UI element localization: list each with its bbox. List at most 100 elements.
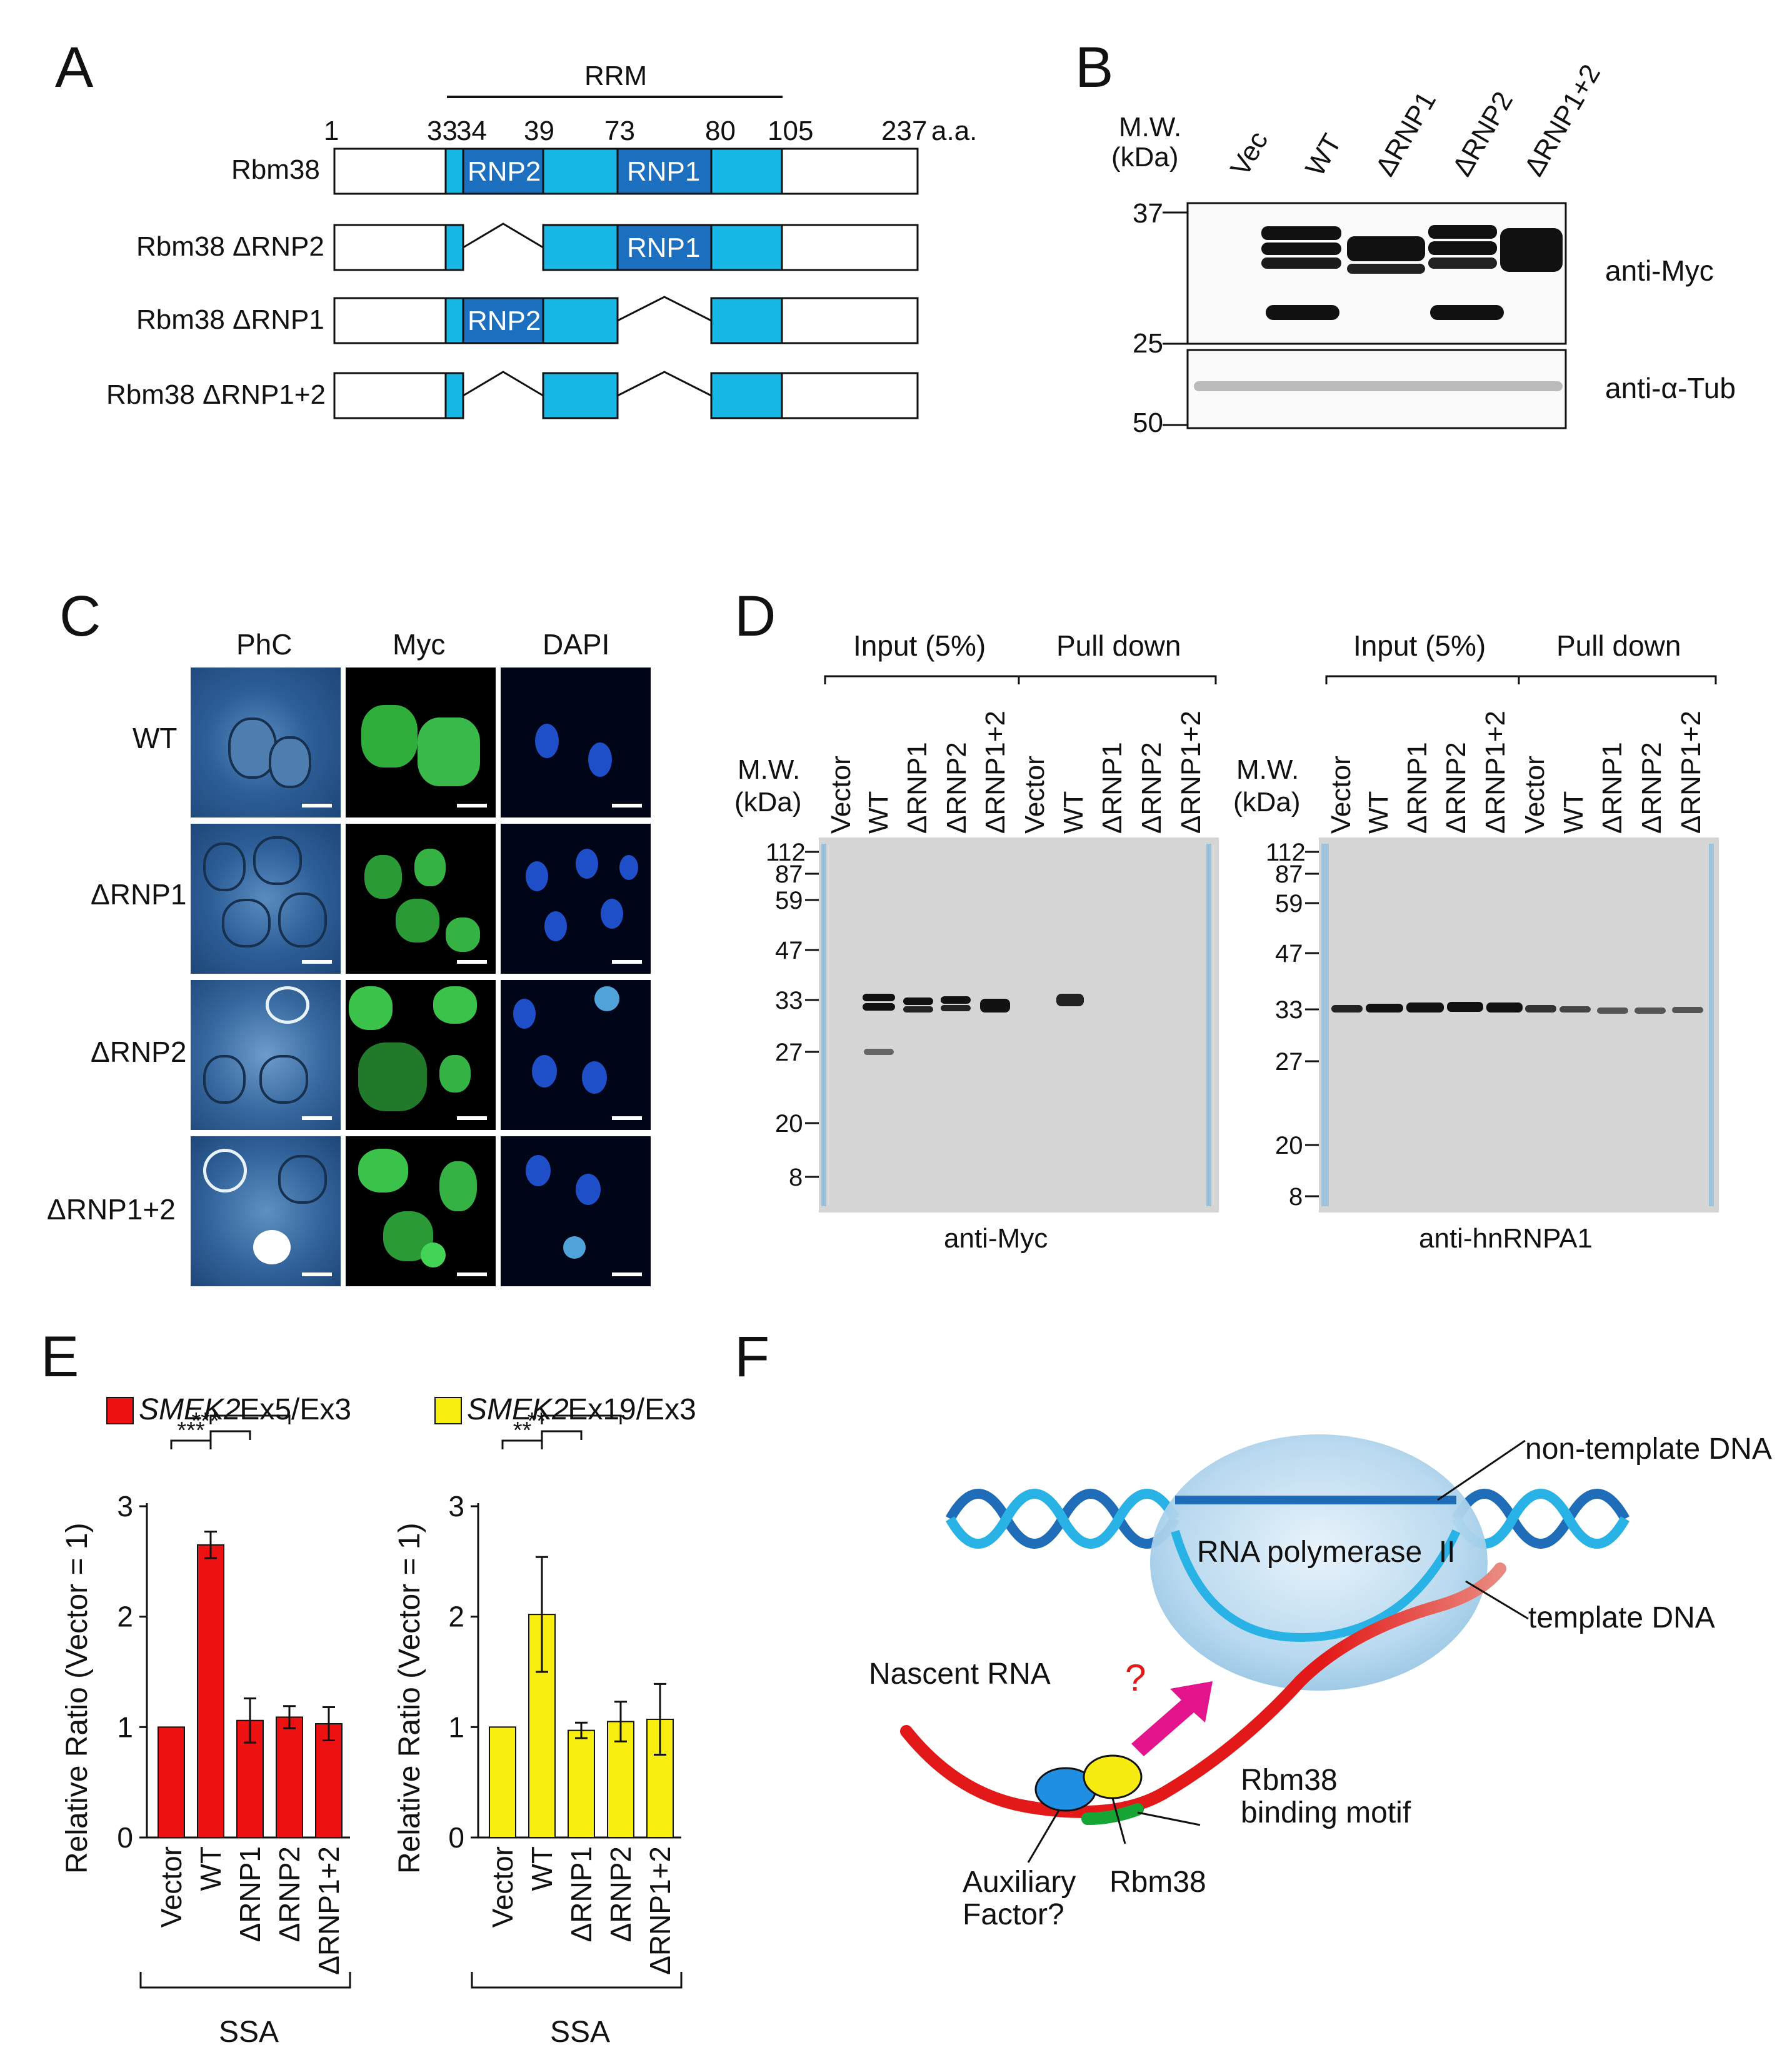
bar [489, 1726, 516, 1839]
myc-image-drnp12 [346, 1136, 496, 1286]
group-label-ssa-2: SSA [550, 2016, 611, 2049]
d-left-lane-6: Vector [1019, 756, 1050, 834]
dapi-image-drnp1 [501, 824, 651, 974]
panel-label-b: B [1075, 36, 1114, 99]
category-label: Vector [155, 1846, 188, 1928]
d-antibody-hnrnpa1: anti-hnRNPA1 [1419, 1223, 1593, 1254]
legend-swatch-ex5 [106, 1397, 134, 1424]
panel-d-group-brackets [824, 675, 1717, 684]
label-question-mark: ? [1125, 1657, 1146, 1699]
d-antibody-myc: anti-Myc [944, 1223, 1048, 1254]
y-tick-label: 2 [448, 1601, 464, 1633]
blot-anti-hnrnpa1 [1319, 838, 1719, 1212]
row-label-drnp12: ΔRNP1+2 [47, 1193, 176, 1226]
significance-stars: *** [177, 1418, 205, 1444]
dapi-image-drnp12 [501, 1136, 651, 1286]
col-label-phc: PhC [236, 628, 293, 661]
marker-50: 50 [1133, 408, 1163, 438]
panel-label-f: F [734, 1325, 770, 1389]
blot-anti-hnrnpa1-marker-ticks [1305, 851, 1319, 1198]
rrm-label: RRM [584, 61, 648, 91]
phc-image-drnp1 [191, 824, 341, 974]
lane-label-drnp12: ΔRNP1+2 [1518, 59, 1607, 182]
d-left-marker-47: 47 [775, 937, 803, 964]
panel-e-chart-canvas: 0123VectorWTΔRNP1ΔRNP2ΔRNP1+2***********… [117, 1412, 683, 1989]
rrm-bracket-line [447, 96, 783, 98]
pos-1: 1 [324, 116, 339, 146]
lane-label-vec: Vec [1224, 126, 1274, 181]
phc-image-drnp2 [191, 980, 341, 1130]
significance-stars: *** [211, 1412, 239, 1419]
d-left-lane-1: Vector [826, 756, 856, 834]
d-right-lane-6: Vector [1519, 756, 1550, 834]
mw-label-b: M.W. [1119, 112, 1182, 142]
category-label: Vector [486, 1846, 519, 1928]
d-mw-left: M.W. [738, 754, 801, 785]
pos-237: 237 [881, 116, 928, 146]
d-left-lane-4: ΔRNP2 [941, 742, 972, 834]
bar [568, 1729, 595, 1838]
myc-image-drnp2 [346, 980, 496, 1130]
d-left-lane-9: ΔRNP2 [1136, 742, 1167, 834]
aa-unit: a.a. [931, 116, 978, 146]
legend-gene-ex5: SMEK2 [139, 1393, 241, 1426]
d-left-marker-33: 33 [775, 987, 803, 1014]
panel-label-a: A [55, 36, 94, 99]
category-label: ΔRNP1+2 [644, 1846, 676, 1975]
significance-bracket [170, 1439, 212, 1449]
d-left-marker-20: 20 [775, 1110, 803, 1138]
significance-bracket [541, 1414, 622, 1424]
significance-stars: ** [513, 1418, 532, 1444]
dapi-image-drnp2 [501, 980, 651, 1130]
col-label-dapi: DAPI [543, 628, 610, 661]
category-label: ΔRNP1 [565, 1846, 598, 1942]
group-pulldown-left: Pull down [1056, 629, 1181, 662]
d-right-lane-10: ΔRNP1+2 [1676, 711, 1706, 834]
label-auxiliary-line2: Factor? [963, 1898, 1064, 1931]
label-rbm38-protein: Rbm38 [1109, 1866, 1206, 1899]
d-left-lane-10: ΔRNP1+2 [1176, 711, 1206, 834]
label-auxiliary-line1: Auxiliary [963, 1866, 1076, 1899]
d-right-lane-5: ΔRNP1+2 [1480, 711, 1511, 834]
y-tick-label: 2 [117, 1601, 133, 1633]
col-label-myc: Myc [393, 628, 446, 661]
y-tick-label: 0 [117, 1821, 133, 1854]
pos-39: 39 [524, 116, 554, 146]
construct-label-drnp2: Rbm38 ΔRNP2 [136, 231, 324, 262]
significance-bracket [501, 1439, 543, 1449]
y-tick-label: 0 [448, 1821, 464, 1854]
category-label: ΔRNP2 [604, 1846, 637, 1942]
d-left-lane-5: ΔRNP1+2 [980, 711, 1011, 834]
legend-rest-ex19: Ex19/Ex3 [559, 1393, 696, 1426]
pos-80: 80 [705, 116, 736, 146]
bar [197, 1544, 224, 1838]
pos-34: 34 [456, 116, 487, 146]
blot-anti-myc-bands [821, 844, 1211, 1206]
d-right-lane-2: WT [1363, 791, 1394, 834]
label-rna-polymerase: RNA polymerase II [1197, 1536, 1456, 1569]
phc-image-wt [191, 668, 341, 818]
y-tick-label: 1 [117, 1711, 133, 1743]
d-right-lane-7: WT [1558, 791, 1589, 834]
d-right-marker-20: 20 [1275, 1132, 1303, 1159]
d-kda-right: (kDa) [1233, 787, 1301, 818]
d-right-lane-3: ΔRNP1 [1402, 742, 1433, 834]
group-input-right: Input (5%) [1353, 629, 1486, 662]
group-pulldown-right: Pull down [1556, 629, 1681, 662]
blot-anti-myc [819, 838, 1219, 1212]
myc-image-wt [346, 668, 496, 818]
dapi-image-wt [501, 668, 651, 818]
d-right-marker-27: 27 [1275, 1048, 1303, 1076]
ssa-group-bracket [139, 1972, 351, 1989]
d-right-marker-33: 33 [1275, 996, 1303, 1024]
d-right-marker-59: 59 [1275, 890, 1303, 918]
label-template-dna: template DNA [1528, 1601, 1715, 1634]
panel-label-c: C [59, 584, 101, 648]
row-label-drnp2: ΔRNP2 [91, 1036, 187, 1068]
y-tick-label: 3 [117, 1490, 133, 1522]
d-right-marker-112: 112 [1266, 839, 1306, 866]
d-right-lane-8: ΔRNP1 [1597, 742, 1628, 834]
d-left-marker-59: 59 [775, 887, 803, 914]
rnp2-label-row1: RNP2 [468, 156, 541, 187]
legend-swatch-ex19 [434, 1397, 462, 1424]
